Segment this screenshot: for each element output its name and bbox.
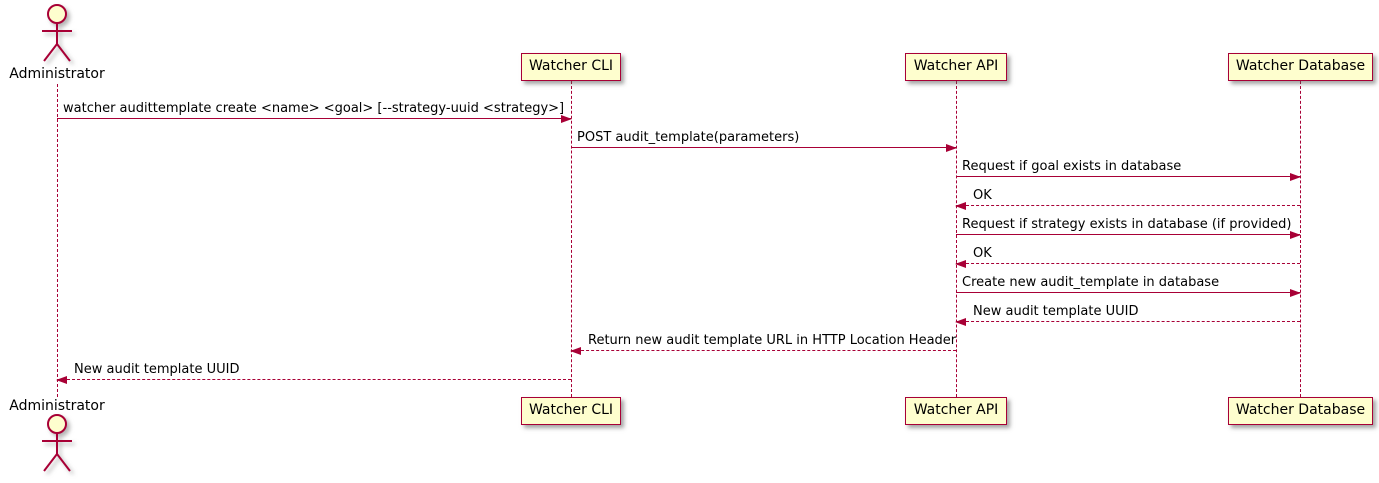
- message-ok-goal: OK: [955, 186, 1300, 210]
- lifeline-watcher-database: [1300, 81, 1301, 397]
- arrow-line: [956, 321, 1300, 322]
- message-post-audit-template: POST audit_template(parameters): [571, 128, 957, 152]
- message-new-uuid-to-admin: New audit template UUID: [56, 360, 571, 384]
- message-label: OK: [973, 246, 992, 261]
- message-label: New audit template UUID: [74, 362, 240, 377]
- arrowhead-right-icon: [1290, 289, 1301, 297]
- arrow-line: [57, 379, 571, 380]
- lifeline-watcher-cli: [571, 81, 572, 397]
- arrow-line: [571, 147, 956, 148]
- arrow-line: [956, 176, 1300, 177]
- message-label: Request if goal exists in database: [962, 159, 1182, 174]
- message-label: Return new audit template URL in HTTP Lo…: [588, 333, 957, 348]
- arrow-line: [956, 292, 1300, 293]
- message-create-audittemplate: watcher audittemplate create <name> <goa…: [57, 99, 572, 123]
- participant-watcher-database-top: Watcher Database: [1228, 53, 1373, 81]
- message-new-uuid-from-db: New audit template UUID: [955, 302, 1300, 326]
- message-label: Create new audit_template in database: [962, 275, 1220, 290]
- arrowhead-left-icon: [56, 376, 67, 384]
- message-return-url-location-header: Return new audit template URL in HTTP Lo…: [570, 331, 957, 355]
- arrowhead-left-icon: [955, 260, 966, 268]
- arrowhead-right-icon: [561, 115, 572, 123]
- arrowhead-left-icon: [955, 202, 966, 210]
- actor-label-bottom: Administrator: [9, 398, 105, 414]
- message-label: New audit template UUID: [973, 304, 1139, 319]
- message-request-goal-exists: Request if goal exists in database: [956, 157, 1301, 181]
- arrowhead-left-icon: [955, 318, 966, 326]
- arrowhead-right-icon: [1290, 231, 1301, 239]
- lifeline-watcher-api: [956, 81, 957, 397]
- arrowhead-right-icon: [1290, 173, 1301, 181]
- participant-watcher-api-bottom: Watcher API: [905, 397, 1007, 425]
- actor-label-top: Administrator: [9, 66, 105, 82]
- message-label: watcher audittemplate create <name> <goa…: [63, 101, 565, 116]
- arrow-line: [571, 350, 956, 351]
- actor-icon: [37, 414, 77, 480]
- arrow-line: [956, 234, 1300, 235]
- lifeline-administrator: [57, 84, 58, 397]
- participant-watcher-cli-bottom: Watcher CLI: [521, 397, 621, 425]
- arrowhead-right-icon: [946, 144, 957, 152]
- arrowhead-left-icon: [570, 347, 581, 355]
- message-ok-strategy: OK: [955, 244, 1300, 268]
- message-label: OK: [973, 188, 992, 203]
- arrow-line: [57, 118, 571, 119]
- actor-icon: [37, 4, 77, 70]
- message-label: Request if strategy exists in database (…: [962, 217, 1292, 232]
- participant-watcher-cli-top: Watcher CLI: [521, 53, 621, 81]
- arrow-line: [956, 263, 1300, 264]
- arrow-line: [956, 205, 1300, 206]
- message-request-strategy-exists: Request if strategy exists in database (…: [956, 215, 1301, 239]
- participant-watcher-database-bottom: Watcher Database: [1228, 397, 1373, 425]
- participant-watcher-api-top: Watcher API: [905, 53, 1007, 81]
- message-create-in-database: Create new audit_template in database: [956, 273, 1301, 297]
- message-label: POST audit_template(parameters): [577, 130, 800, 145]
